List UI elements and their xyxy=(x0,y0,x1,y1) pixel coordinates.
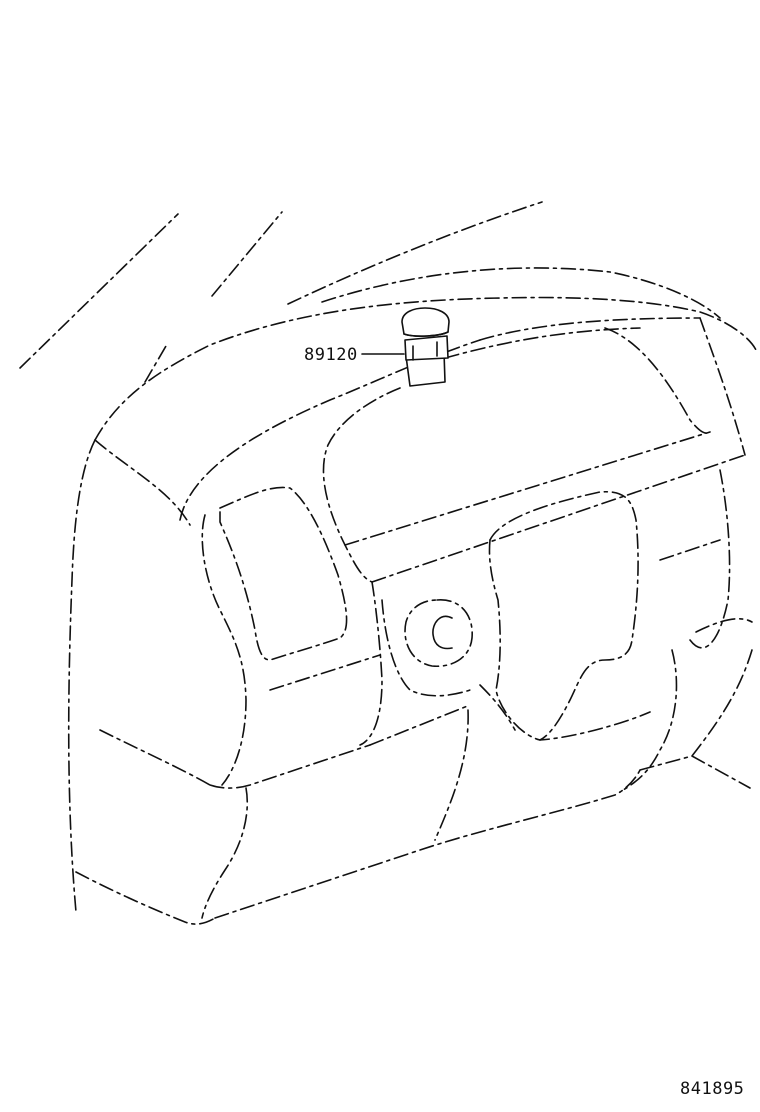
center-vent xyxy=(381,599,473,697)
cluster-hood xyxy=(322,327,746,583)
dashboard-outline xyxy=(67,296,757,913)
switch-part-89120[interactable] xyxy=(401,307,450,387)
part-number-callout: 89120 xyxy=(304,345,358,365)
illustration-number: 841895 xyxy=(680,1079,744,1099)
left-vent xyxy=(201,486,383,786)
right-side-panel xyxy=(639,618,753,789)
lower-dashboard xyxy=(75,704,641,925)
windshield-lines xyxy=(19,201,721,369)
cluster-lower xyxy=(479,469,731,793)
